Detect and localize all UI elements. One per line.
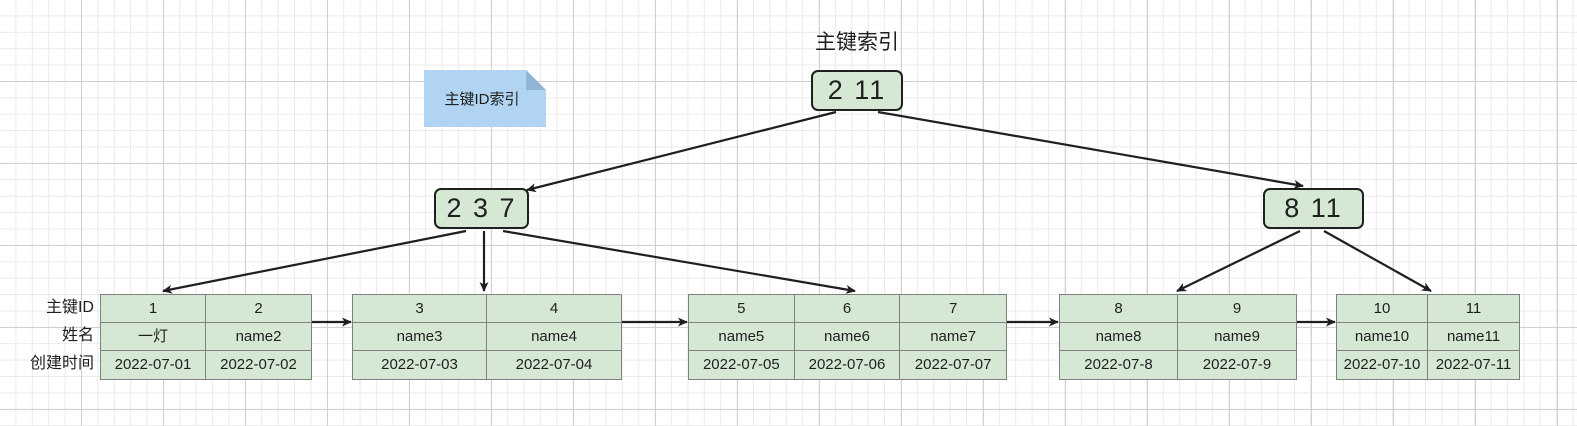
index-node-mid-right-label: 8 11 [1284, 193, 1343, 223]
cell-created-time: 2022-07-03 [381, 356, 458, 373]
cell-primary-key: 5 [689, 295, 794, 323]
edge-midright-to-leaf5 [1323, 230, 1432, 292]
row-label-created: 创建时间 [29, 355, 94, 372]
cell-primary-key: 9 [1178, 295, 1296, 323]
cell-name: name11 [1428, 323, 1519, 351]
cell-name: name9 [1178, 323, 1296, 351]
note-body [424, 70, 546, 127]
cell-primary-key: 11 [1428, 295, 1519, 323]
cell-primary-key: 3 [353, 295, 486, 323]
cell-created-time: 2022-07-11 [1435, 356, 1512, 373]
cell-primary-key: 10 [1337, 295, 1427, 323]
page-title: 主键索引 [815, 31, 899, 54]
cell-name: name10 [1337, 323, 1427, 351]
cell-name: name4 [487, 323, 621, 351]
cell-created-time: 2022-07-01 [114, 356, 192, 373]
cell-primary-key: 7 [900, 295, 1006, 323]
cell-name: name2 [206, 323, 311, 351]
cell-primary-key: 6 [794, 295, 900, 323]
edge-midleft-to-leaf3 [502, 229, 856, 294]
index-node-mid-left-label: 2 3 7 [446, 193, 517, 223]
cell-created-time: 2022-07-10 [1343, 356, 1421, 373]
row-label-id: 主键ID [45, 299, 94, 316]
cell-name: name8 [1060, 323, 1177, 351]
cell-created-time: 2022-07-02 [220, 356, 297, 373]
index-node-mid-left[interactable]: 2 3 7 [434, 188, 529, 229]
cell-name: name5 [689, 323, 794, 351]
cell-created-time: 2022-07-05 [702, 356, 780, 373]
cell-primary-key: 1 [101, 295, 205, 323]
cell-primary-key: 2 [206, 295, 311, 323]
cell-name: name3 [353, 323, 486, 351]
cell-created-time: 2022-07-9 [1202, 356, 1272, 373]
cell-primary-key: 8 [1060, 295, 1177, 323]
note-label: 主键ID索引 [444, 91, 520, 108]
edge-midright-to-leaf4 [1176, 230, 1301, 292]
edge-root-to-mid-right [877, 110, 1304, 189]
index-node-root-label: 2 11 [827, 75, 887, 105]
row-label-column: 主键ID 姓名 创建时间 [8, 294, 94, 378]
cell-name: name7 [900, 323, 1006, 351]
index-node-root[interactable]: 2 11 [811, 70, 903, 111]
cell-created-time: 2022-07-8 [1084, 356, 1153, 373]
cell-created-time: 2022-07-06 [808, 356, 886, 373]
cell-name: name6 [794, 323, 900, 351]
note-primary-key-index[interactable]: 主键ID索引 [424, 70, 546, 127]
edge-root-to-mid-left [526, 110, 837, 193]
cell-created-time: 2022-07-07 [914, 356, 992, 373]
cell-name: 一灯 [101, 323, 205, 351]
index-node-mid-right[interactable]: 8 11 [1263, 188, 1364, 229]
edge-midleft-to-leaf1 [162, 229, 467, 294]
row-label-name: 姓名 [61, 327, 94, 344]
cell-created-time: 2022-07-04 [515, 356, 593, 373]
cell-primary-key: 4 [487, 295, 621, 323]
